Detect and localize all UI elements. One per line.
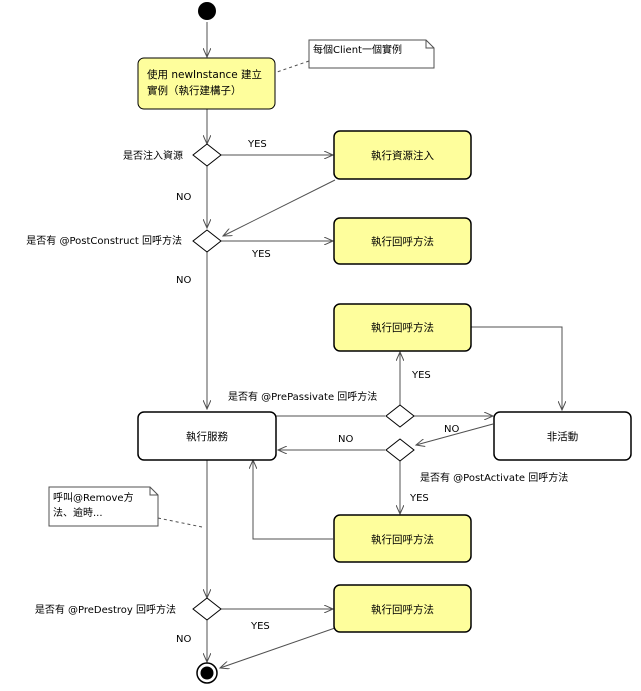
final-node [196, 662, 218, 684]
action-predestroy-label: 執行回呼方法 [371, 603, 434, 616]
guard-postactivate-yes: YES [409, 493, 429, 504]
guard-predestroy-yes: YES [250, 621, 270, 632]
guard-inject-no: NO [176, 192, 191, 203]
action-postactivate-label: 執行回呼方法 [371, 533, 434, 546]
action-inactive: 非活動 [493, 411, 632, 461]
action-inject: 執行資源注入 [333, 130, 472, 180]
guard-postconstruct-no: NO [176, 275, 191, 286]
guard-postactivate-no: NO [338, 434, 353, 445]
decision-prepassivate-label: 是否有 @PrePassivate 回呼方法 [228, 390, 377, 403]
flow-predestroy-cb-to-end [220, 627, 336, 668]
action-postconstruct-label: 執行回呼方法 [371, 235, 434, 248]
action-create-instance: 使用 newInstance 建立 實例（執行建構子） [137, 57, 276, 110]
note-remove: 呼叫@Remove方 法、逾時... [48, 486, 159, 527]
guard-prepassivate-no: NO [444, 424, 459, 435]
guard-predestroy-no: NO [176, 634, 191, 645]
decision-postactivate-label: 是否有 @PostActivate 回呼方法 [420, 471, 568, 484]
guard-postconstruct-yes: YES [251, 249, 271, 260]
decision-predestroy-label: 是否有 @PreDestroy 回呼方法 [35, 603, 176, 616]
action-predestroy-callback: 執行回呼方法 [333, 584, 472, 633]
decision-predestroy [192, 597, 222, 621]
note-remove-line2: 法、逾時... [53, 506, 103, 519]
decision-postconstruct-label: 是否有 @PostConstruct 回呼方法 [26, 234, 182, 247]
flow-prepassivate-cb-to-inactive [471, 326, 562, 410]
decision-inject [192, 143, 222, 167]
flow-inject-to-postconstruct [223, 179, 336, 236]
note-per-client-text: 每個Client一個實例 [313, 43, 402, 56]
flow-postactivate-cb-to-service [253, 460, 333, 540]
note-connector-per-client [276, 60, 310, 73]
action-create-line2: 實例（執行建構子） [147, 84, 242, 97]
initial-node [198, 2, 216, 20]
decision-postconstruct [192, 229, 222, 253]
decision-inject-label: 是否注入資源 [123, 149, 183, 162]
action-inactive-label: 非活動 [547, 430, 579, 443]
action-inject-label: 執行資源注入 [371, 149, 434, 162]
decision-postactivate [385, 438, 415, 462]
guard-prepassivate-yes: YES [411, 370, 431, 381]
note-connector-remove [157, 517, 203, 528]
guard-inject-yes: YES [247, 139, 267, 150]
action-service: 執行服務 [137, 411, 277, 461]
note-per-client: 每個Client一個實例 [308, 39, 435, 69]
decision-prepassivate [385, 404, 415, 428]
action-prepassivate-label: 執行回呼方法 [371, 321, 434, 334]
action-postactivate-callback: 執行回呼方法 [333, 514, 472, 563]
action-create-line1: 使用 newInstance 建立 [147, 68, 262, 81]
flow-inactive-to-postactivate [416, 423, 494, 445]
action-prepassivate-callback: 執行回呼方法 [333, 303, 472, 352]
action-service-label: 執行服務 [186, 430, 228, 443]
action-postconstruct-callback: 執行回呼方法 [333, 217, 472, 265]
note-remove-line1: 呼叫@Remove方 [53, 491, 134, 504]
